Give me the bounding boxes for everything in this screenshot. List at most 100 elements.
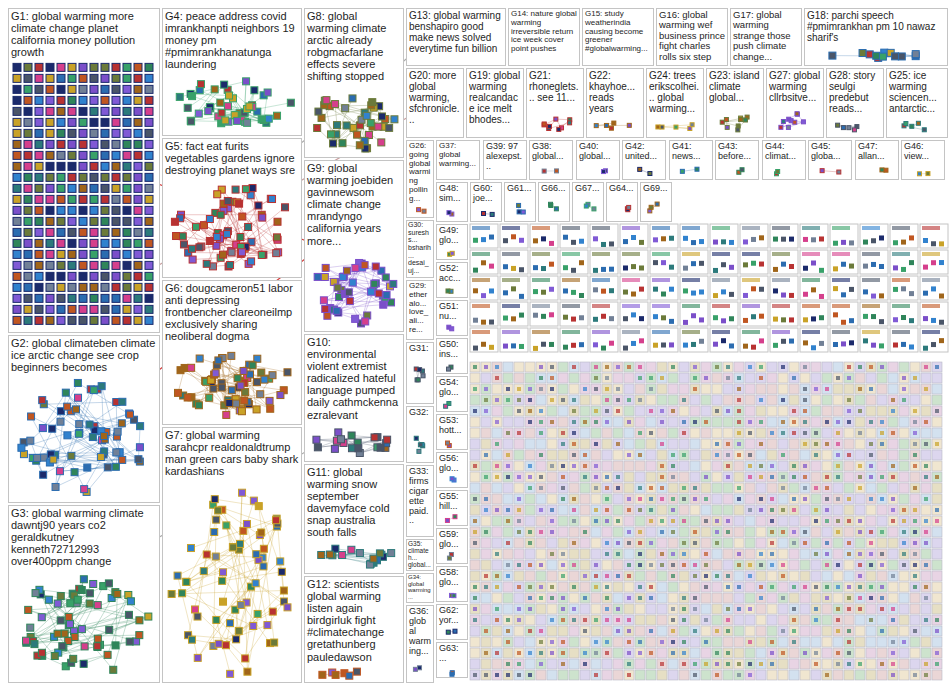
vertex-thumb [773,343,778,348]
tiny-group [833,494,843,504]
tiny-group [844,417,854,427]
vertex-thumb [506,574,510,578]
tiny-group [844,549,854,559]
vertex-thumb [605,607,609,611]
vertex-thumb [880,596,884,600]
tiny-group [514,516,524,526]
vertex-thumb [759,365,763,369]
vertex-thumb [781,398,785,402]
tiny-group [888,428,898,438]
tiny-group [844,428,854,438]
tiny-group [624,461,634,471]
vertex-thumb [550,519,554,523]
vertex-thumb [484,497,488,501]
tiny-group [591,527,601,537]
tiny-group [536,516,546,526]
vertex-thumb [639,338,644,343]
tiny-group [547,450,557,460]
vertex-thumb [773,267,778,272]
vertex-thumb [601,314,606,319]
tiny-group [888,417,898,427]
tiny-group [503,571,513,581]
vertex-thumb [871,294,876,299]
vertex-thumb [869,420,873,424]
tiny-group [525,494,535,504]
vertex-thumb [751,237,756,242]
tiny-group [558,604,568,614]
vertex-thumb [781,237,786,242]
vertex-thumb [517,519,521,523]
tiny-group [767,582,777,592]
tiny-group [525,406,535,416]
tiny-group [569,472,579,482]
tiny-group [481,571,491,581]
vertex-thumb [781,262,786,267]
vertex-thumb [935,442,939,446]
vertex-thumb [583,596,587,600]
tiny-group [723,593,733,603]
tiny-group [844,527,854,537]
tiny-group [723,384,733,394]
tiny-group [580,472,590,482]
tiny-group [668,428,678,438]
tiny-group [679,395,689,405]
tiny-group [569,538,579,548]
tiny-group [569,428,579,438]
tiny-group [921,538,931,548]
tiny-group [569,439,579,449]
vertex-thumb [773,237,778,242]
tiny-group [822,604,832,614]
cell-header [502,278,520,282]
tiny-group [602,582,612,592]
vertex-thumb [924,365,928,369]
vertex-thumb [924,464,928,468]
tiny-group [624,472,634,482]
tiny-group [624,406,634,416]
vertex-thumb [660,442,664,446]
tiny-group [844,472,854,482]
tiny-group [503,527,513,537]
tiny-group [910,494,920,504]
tiny-group [481,461,491,471]
tiny-group [712,439,722,449]
tiny-group [481,582,491,592]
tiny-group [921,439,931,449]
vertex-thumb [533,238,538,243]
vertex-thumb [699,290,704,295]
vertex-thumb [726,442,730,446]
group-cell [740,328,768,352]
vertex-thumb [517,585,521,589]
vertex-thumb [726,574,730,578]
tiny-group [657,395,667,405]
tiny-group [833,549,843,559]
vertex-thumb [561,475,565,479]
tiny-group [734,428,744,438]
vertex-thumb [594,365,598,369]
tiny-group [932,472,942,482]
vertex-thumb [871,238,876,243]
tiny-group [470,571,480,581]
tiny-group [877,604,887,614]
tiny-group [690,384,700,394]
vertex-thumb [539,596,543,600]
vertex-thumb [833,312,838,317]
vertex-thumb [773,288,778,293]
tiny-group [591,406,601,416]
vertex-thumb [803,340,808,345]
vertex-thumb [781,293,786,298]
tiny-group [624,516,634,526]
tiny-group [800,538,810,548]
tiny-group [888,461,898,471]
tiny-group [569,571,579,581]
tiny-group [811,395,821,405]
vertex-thumb [819,268,824,273]
tiny-group [745,417,755,427]
tiny-group [635,615,645,625]
tiny-group [921,494,931,504]
vertex-thumb [913,409,917,413]
vertex-thumb [935,409,939,413]
tiny-group [745,472,755,482]
vertex-thumb [792,541,796,545]
vertex-thumb [913,431,917,435]
vertex-thumb [473,238,478,243]
